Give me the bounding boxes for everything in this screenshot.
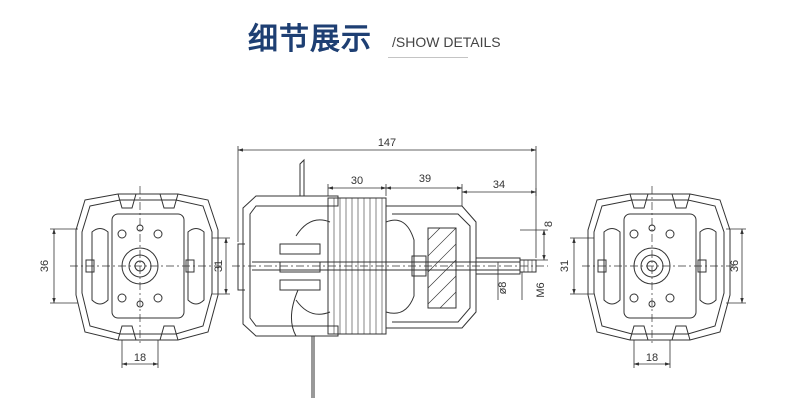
thread-label: M6 [535,282,547,297]
section-subtitle: /SHOW DETAILS [392,34,501,50]
stack-length-label: 30 [351,175,363,187]
left-height-inner-label: 31 [213,260,225,272]
right-height-inner-label: 31 [559,260,571,272]
header: 细节展示 /SHOW DETAILS [0,0,790,70]
shaft-diameter-label: ø8 [497,282,509,295]
shaft-flat-label: 8 [543,221,555,227]
right-dimension-lines [570,228,746,368]
left-height-outer-label: 36 [39,260,51,272]
title-underline [388,57,468,58]
shaft-length-label: 34 [493,179,505,191]
left-end-view [70,186,224,346]
left-width-label: 18 [134,352,146,364]
left-dimension-lines [50,228,230,368]
right-width-label: 18 [646,352,658,364]
side-dimension-lines [237,146,548,300]
mid-length-label: 39 [419,173,431,185]
right-height-outer-label: 36 [729,260,741,272]
motor-side-view [232,158,548,398]
section-title: 细节展示 [248,22,372,57]
overall-length-label: 147 [378,137,396,149]
right-end-view [582,186,736,346]
